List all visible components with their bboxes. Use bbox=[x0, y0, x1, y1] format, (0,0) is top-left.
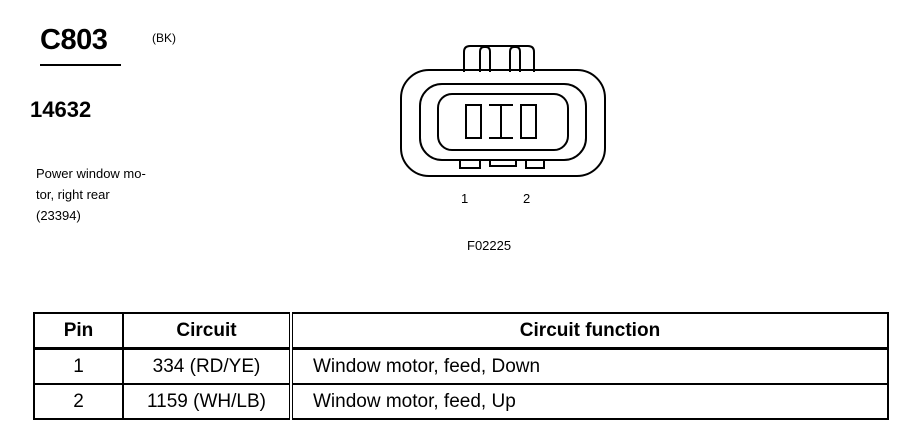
table-row: 2 1159 (WH/LB) Window motor, feed, Up bbox=[33, 383, 889, 420]
header-circuit-function: Circuit function bbox=[290, 312, 889, 350]
figure-id: F02225 bbox=[467, 238, 512, 253]
header-circuit: Circuit bbox=[122, 312, 293, 350]
connector-id-underline bbox=[40, 64, 121, 66]
description-line: tor, right rear bbox=[36, 187, 110, 202]
description-line: Power window mo- bbox=[36, 166, 146, 181]
connector-color: (BK) bbox=[152, 31, 176, 45]
pinout-table: Pin Circuit Circuit function 1 334 (RD/Y… bbox=[33, 312, 889, 420]
cell-circuit: 334 (RD/YE) bbox=[122, 347, 293, 385]
cell-circuit-function: Window motor, feed, Up bbox=[290, 383, 889, 420]
connector-face-drawing bbox=[400, 45, 606, 177]
connector-description: Power window mo- tor, right rear (23394) bbox=[36, 163, 206, 226]
table-header-row: Pin Circuit Circuit function bbox=[33, 312, 889, 350]
terminal-2-icon bbox=[520, 104, 537, 139]
table-row: 1 334 (RD/YE) Window motor, feed, Down bbox=[33, 347, 889, 385]
part-number: 14632 bbox=[30, 97, 92, 122]
cell-pin: 2 bbox=[33, 383, 124, 420]
pin-label-1: 1 bbox=[461, 191, 469, 206]
connector-id: C803 bbox=[40, 24, 108, 56]
terminal-1-icon bbox=[465, 104, 482, 139]
cell-pin: 1 bbox=[33, 347, 124, 385]
description-line: (23394) bbox=[36, 208, 81, 223]
pin-label-2: 2 bbox=[523, 191, 531, 206]
cell-circuit: 1159 (WH/LB) bbox=[122, 383, 293, 420]
cell-circuit-function: Window motor, feed, Down bbox=[290, 347, 889, 385]
header-pin: Pin bbox=[33, 312, 124, 350]
